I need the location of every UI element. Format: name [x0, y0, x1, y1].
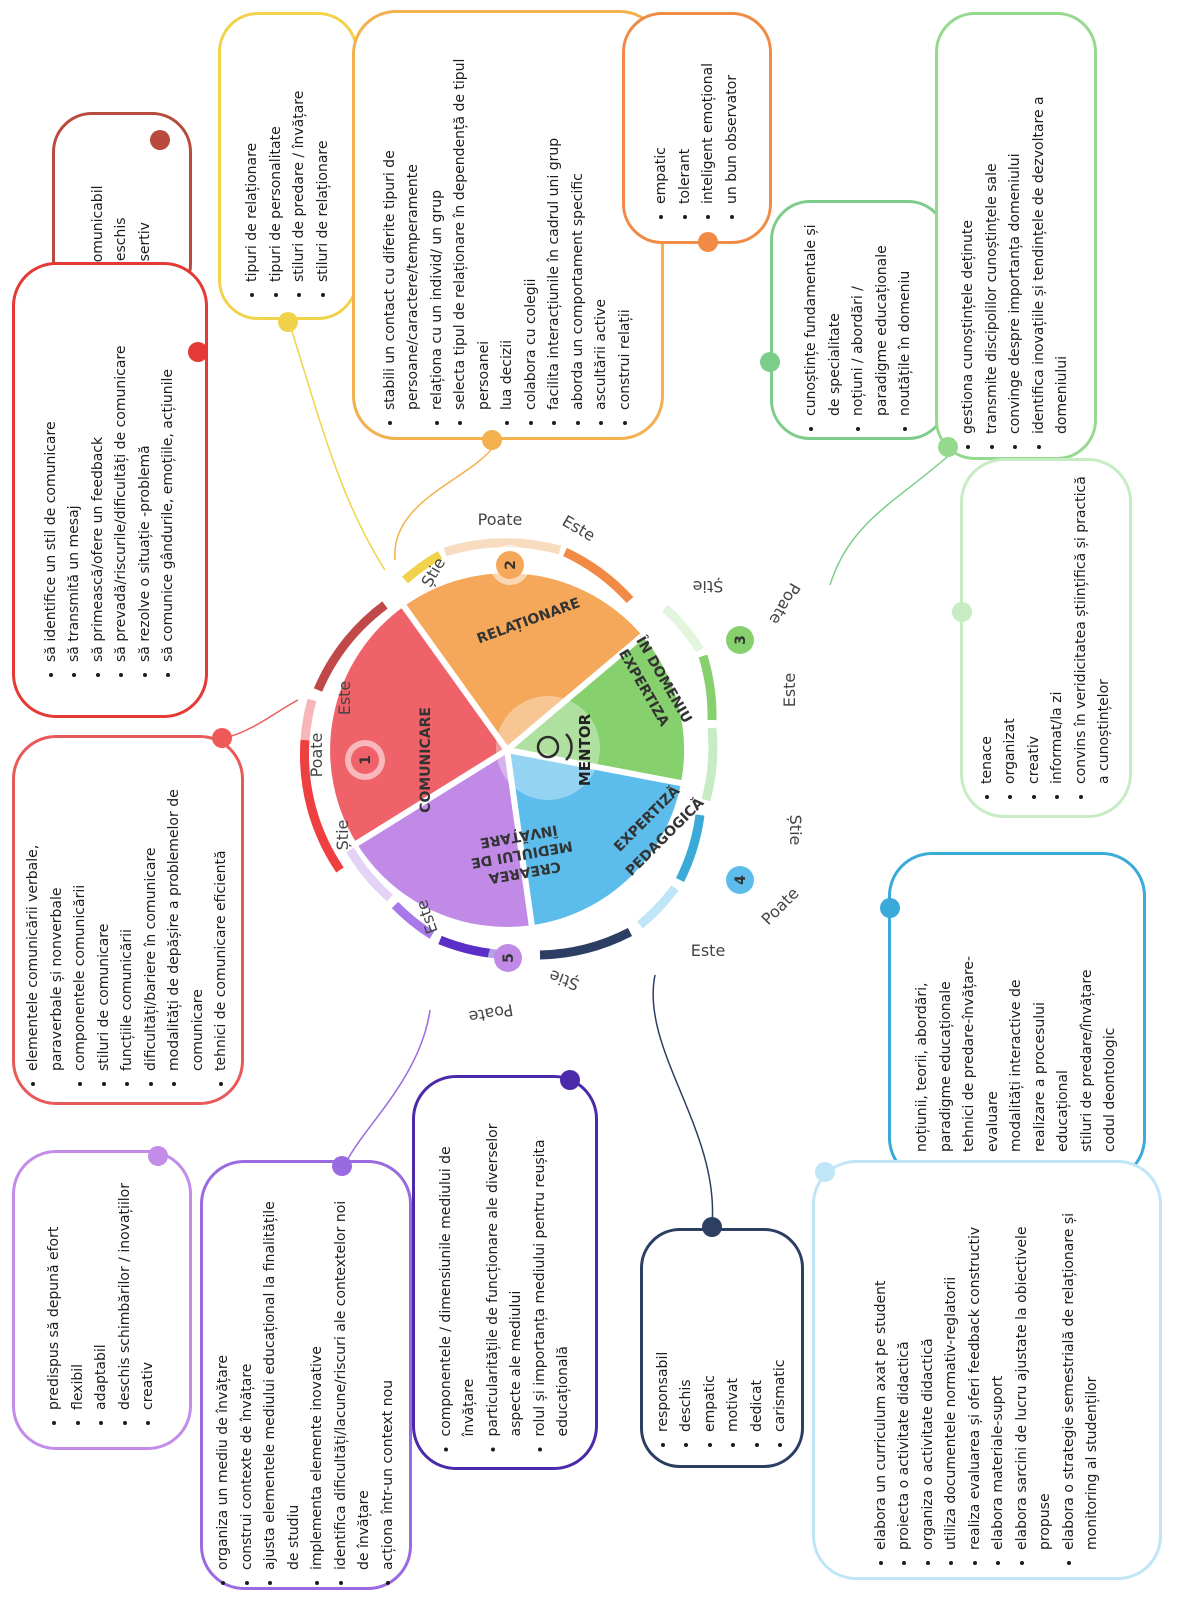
petal-title-comunicare: COMUNICARE — [418, 707, 434, 813]
list-domeniu-este: tenaceorganizatcreativinformat/la ziconv… — [976, 474, 1117, 818]
list-relationare-poate: stabili un contact cu diferite tipuri de… — [379, 20, 638, 440]
list-pedagogica-este: responsabildeschisempaticmotivatdedicatc… — [652, 1352, 793, 1468]
svg-text:3: 3 — [733, 635, 749, 645]
ring-pedagogica-1 — [675, 814, 705, 883]
ring-domeniu-1 — [661, 604, 704, 653]
ring-label-dom-poate: Poate — [765, 580, 804, 628]
svg-text:2: 2 — [503, 560, 519, 570]
box-domeniu-este: tenaceorganizatcreativinformat/la ziconv… — [960, 458, 1132, 818]
list-domeniu-poate: gestiona cunoștințele deținutetransmite … — [957, 32, 1075, 460]
badge-3: 3 — [720, 620, 760, 660]
petal-relationare — [398, 567, 649, 755]
connector-med — [344, 1009, 431, 1166]
list-mediu-este: predispus să depună efortflexibiladaptab… — [43, 1180, 161, 1450]
petals — [324, 567, 691, 933]
list-mediu-stie: componentele / dimensiunile mediului de … — [435, 1096, 576, 1470]
ring-label-rel-este: Este — [559, 511, 598, 545]
svg-text:4: 4 — [733, 875, 749, 885]
ring-label-rel-poate: Poate — [478, 510, 523, 529]
ring-comunicare-1 — [300, 739, 344, 873]
connector-ped — [652, 974, 714, 1226]
box-comunicare-stie: elementele comunicării verbale, paraverb… — [12, 735, 244, 1105]
badge-5: 5 — [488, 938, 528, 978]
list-comunicare-poate: să identifice un stil de comunicaresă tr… — [40, 346, 181, 718]
connector-rel-poate — [394, 444, 496, 561]
box-relationare-este: empatictolerantinteligent emoționalun bu… — [622, 12, 772, 244]
ring-pedagogica-3 — [539, 927, 633, 960]
ring-label-ped-poate: Poate — [758, 884, 803, 929]
box-comunicare-poate: să identifice un stil de comunicaresă tr… — [12, 262, 208, 718]
petal-comunicare — [324, 599, 512, 850]
list-mediu-poate: organiza un mediu de învățareconstrui co… — [212, 1186, 400, 1590]
ring-domeniu-2 — [698, 654, 717, 721]
svg-text:5: 5 — [501, 953, 517, 963]
box-mediu-poate: organiza un mediu de învățareconstrui co… — [200, 1160, 412, 1590]
ring-label-ped-este: Este — [691, 941, 726, 960]
ring-label-comm-poate: Poate — [307, 733, 326, 778]
mentor-person-icon — [536, 733, 573, 761]
ring-label-dom-stie: Știe — [693, 577, 724, 596]
box-pedagogica-poate: elabora un curriculum axat pe studentpro… — [812, 1160, 1162, 1580]
list-comunicare-stie: elementele comunicării verbale, paraverb… — [22, 761, 234, 1105]
ring-relationare-3 — [563, 547, 634, 604]
list-pedagogica-poate: elabora un curriculum axat pe studentpro… — [870, 1180, 1105, 1580]
ring-label-dom-este: Este — [780, 673, 799, 708]
ring-relationare-1 — [402, 551, 443, 584]
box-pedagogica-stie: noțiunii, teorii, abordări, paradigme ed… — [888, 852, 1146, 1182]
ring-label-med-stie: Știe — [546, 966, 581, 994]
ring-label-med-poate: Poate — [467, 1000, 514, 1026]
ring-comunicare-2 — [300, 698, 317, 741]
ring-label-comm-este: Este — [335, 681, 354, 716]
list-relationare-stie: tipuri de relaționaretipuri de personali… — [241, 91, 335, 320]
list-relationare-este: empatictolerantinteligent emoționalun bu… — [650, 63, 744, 244]
ring-label-comm-stie: Știe — [333, 820, 352, 851]
petal-crearea-mediului — [350, 745, 536, 933]
badge-1: 1 — [345, 740, 385, 780]
box-domeniu-poate: gestiona cunoștințele deținutetransmite … — [935, 12, 1097, 460]
ring-relationare-2 — [443, 538, 562, 557]
ring-mediu-2 — [391, 901, 435, 939]
box-mediu-este: predispus să depună efortflexibiladaptab… — [12, 1150, 192, 1450]
box-relationare-poate: stabili un contact cu diferite tipuri de… — [352, 10, 664, 440]
box-mediu-stie: componentele / dimensiunile mediului de … — [412, 1075, 598, 1470]
center-hub — [496, 696, 600, 800]
petal-expertiza-domeniu — [500, 629, 691, 788]
ring-domeniu-3 — [701, 727, 718, 802]
list-pedagogica-stie: noțiunii, teorii, abordări, paradigme ed… — [911, 942, 1123, 1182]
ring-pedagogica-2 — [637, 885, 679, 929]
box-domeniu-stie: cunoștințe fundamentale și de specialita… — [770, 200, 948, 440]
badge-2: 2 — [490, 545, 530, 585]
svg-text:1: 1 — [358, 755, 374, 765]
ring-label-ped-stie: Știe — [786, 815, 805, 846]
connector-dom — [829, 449, 956, 586]
box-pedagogica-este: responsabildeschisempaticmotivatdedicatc… — [640, 1228, 804, 1468]
connector-comm-poate — [224, 699, 299, 739]
ring-comunicare-3 — [313, 601, 388, 692]
connector-rel-stie — [289, 324, 386, 571]
ring-mediu-3 — [346, 847, 394, 902]
petal-expertiza-pedagogica — [503, 746, 688, 932]
list-domeniu-stie: cunoștințe fundamentale și de specialita… — [800, 220, 918, 440]
box-relationare-stie: tipuri de relaționaretipuri de personali… — [218, 12, 358, 320]
center-label: MENTOR — [576, 713, 594, 786]
badge-4: 4 — [720, 860, 760, 900]
